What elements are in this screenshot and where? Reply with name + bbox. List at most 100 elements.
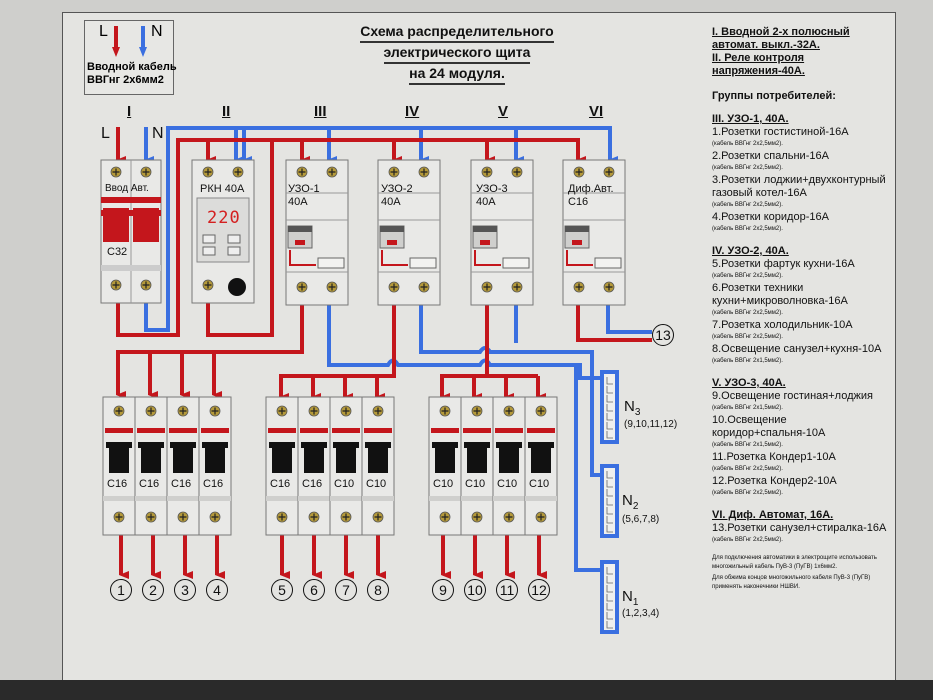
terminal-screw-icon	[573, 281, 585, 293]
breaker-rating: C10	[465, 478, 486, 490]
terminal-screw-icon	[573, 166, 585, 178]
output-circle: 9	[432, 579, 454, 601]
output-circle: 1	[110, 579, 132, 601]
neutral-bus-bar	[600, 370, 619, 444]
terminal-screw-icon	[110, 166, 122, 178]
group-label-IV: IV	[405, 103, 420, 120]
terminal-screw-icon	[202, 166, 214, 178]
test-button	[317, 257, 345, 269]
group-label-II: II	[222, 103, 231, 120]
plus-button	[227, 234, 241, 244]
toggle-lever	[109, 448, 129, 473]
cable-spec: (кабель ВВГнг 2х2,5мм2).	[712, 273, 783, 279]
group-title: VI. Диф. Автомат, 16А.	[712, 509, 834, 521]
terminal-screw-icon	[481, 166, 493, 178]
terminal-screw-icon	[471, 405, 483, 417]
consumer-item: 10.Освещение коридор+спальня-10А	[712, 414, 826, 439]
output-circle: 3	[174, 579, 196, 601]
terminal-screw-icon	[439, 405, 451, 417]
toggle-lever	[435, 448, 455, 473]
wire	[144, 126, 244, 332]
rcd3-rating: 40А	[476, 196, 496, 208]
test-button	[594, 257, 622, 269]
wire	[576, 305, 652, 342]
consumer-item: 11.Розетка Кондер1-10А	[712, 451, 836, 463]
breaker-stripe	[268, 428, 296, 433]
legend-caption-2: ВВГнг 2х6мм2	[87, 74, 164, 86]
terminal-screw-icon	[140, 166, 152, 178]
terminal-screw-icon	[603, 281, 615, 293]
rcbo-device	[562, 159, 626, 306]
terminal-screw-icon	[511, 281, 523, 293]
note-1: Для подключения автоматики в электрощите…	[712, 555, 877, 570]
terminal-screw-icon	[535, 405, 547, 417]
description-panel: I. Вводной 2-х полюсный автомат. выкл.-3…	[712, 26, 887, 592]
consumer-item: 2.Розетки спальни-16А	[712, 150, 829, 162]
cable-spec: (кабель ВВГнг 2х2,5мм2).	[712, 165, 783, 171]
rcd2-rating: 40А	[381, 196, 401, 208]
terminal-screw-icon	[113, 511, 125, 523]
cable-spec: (кабель ВВГнг 2х1,5мм2).	[712, 405, 783, 411]
terminal-screw-icon	[326, 281, 338, 293]
cable-spec: (кабель ВВГнг 2х2,5мм2).	[712, 141, 783, 147]
breaker-rating: C16	[270, 478, 291, 490]
terminal-screw-icon	[308, 511, 320, 523]
breaker-rating: C16	[139, 478, 160, 490]
note-2: Для обжима концов многожильного кабеля П…	[712, 575, 871, 590]
voltage-relay-name: РКН 40А	[200, 183, 245, 195]
breaker-stripe	[105, 428, 133, 433]
terminal-screw-icon	[372, 405, 384, 417]
neutral-bus-3-label: N3	[624, 398, 641, 418]
wire	[206, 140, 274, 337]
rcd1-device	[285, 159, 349, 306]
input-cable-legend: L N Вводной кабель ВВГнг 2х6мм2	[84, 20, 177, 95]
consumer-item: 7.Розетка холодильник-10А	[712, 319, 853, 331]
terminal-screw-icon	[388, 166, 400, 178]
breaker-rating: C16	[171, 478, 192, 490]
output-circle: 2	[142, 579, 164, 601]
rcd3-device	[470, 159, 534, 306]
terminal-screw-icon	[535, 511, 547, 523]
desc-head-1: I. Вводной 2-х полюсный	[712, 26, 850, 38]
terminal-screw-icon	[503, 405, 515, 417]
terminal-screw-icon	[110, 279, 122, 291]
main-breaker	[100, 159, 162, 304]
diagram-sheet	[62, 12, 896, 682]
phase-wires	[116, 127, 652, 579]
output-circle: 12	[528, 579, 550, 601]
down-button	[202, 246, 216, 256]
main-breaker-rating: C32	[107, 246, 128, 258]
breaker-stripe	[431, 428, 459, 433]
title-line-1: Схема распределительного	[360, 22, 554, 43]
rcd1-name: УЗО-1	[288, 183, 320, 195]
legend-n-label: N	[151, 23, 163, 40]
group-title: IV. УЗО-2, 40А.	[712, 245, 789, 257]
wire	[574, 365, 606, 572]
toggle-lever	[531, 448, 551, 473]
title-line-2: электрического щита	[383, 43, 531, 64]
wire	[116, 138, 216, 337]
cable-spec: (кабель ВВГнг 2х2,5мм2).	[712, 202, 783, 208]
wire	[440, 305, 489, 401]
test-button	[409, 257, 437, 269]
terminal-screw-icon	[418, 281, 430, 293]
consumer-item: 13.Розетки санузел+стиралка-16А	[712, 522, 887, 534]
terminal-screw-icon	[202, 279, 214, 291]
breaker-rating: C10	[497, 478, 518, 490]
toggle-lever	[467, 448, 487, 473]
wire	[279, 305, 396, 401]
toggle-lever	[336, 448, 356, 473]
relay-knob	[228, 278, 246, 296]
terminal-screw-icon	[340, 511, 352, 523]
toggle-lever	[272, 448, 292, 473]
consumer-item: 9.Освещение гостиная+лоджия	[712, 390, 873, 402]
group-title: V. УЗО-3, 40А.	[712, 377, 786, 389]
rcd1-rating: 40А	[288, 196, 308, 208]
modular-breaker	[428, 396, 462, 536]
rcd2-device	[377, 159, 441, 306]
breaker-rating: C10	[334, 478, 355, 490]
breaker-rating: C16	[203, 478, 224, 490]
toggle-lever	[205, 448, 225, 473]
toggle-lever	[368, 448, 388, 473]
